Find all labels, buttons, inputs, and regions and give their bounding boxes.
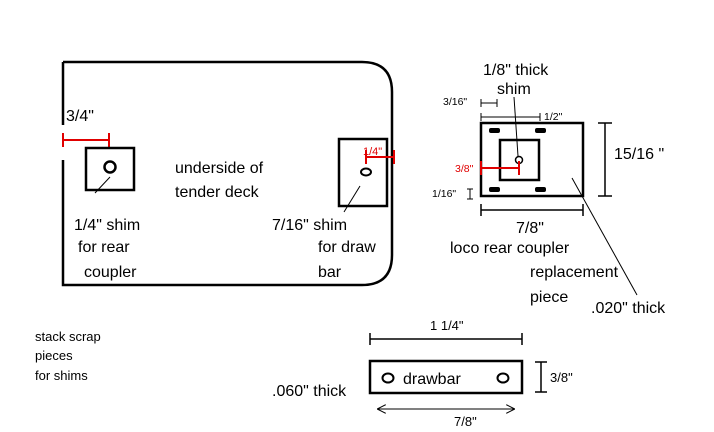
tender-label-2: tender deck: [175, 184, 260, 201]
rear-coupler-shim: [84, 146, 136, 192]
loco-shim-label-2: shim: [497, 81, 531, 98]
scrap-note: stack scrap pieces for shims: [35, 329, 101, 383]
drawbar-part: 1 1/4" drawbar 3/8" 7/8" .060" thick: [272, 318, 573, 429]
dim-38-label: 3/8": [455, 163, 474, 175]
inner-shim-leader: [513, 96, 519, 157]
plate-slot: [489, 128, 500, 133]
plate-slot: [535, 187, 546, 192]
scrap-note-3: for shims: [35, 368, 88, 383]
draw-shim-leader: [343, 185, 361, 213]
draw-shim-label-2: for draw: [318, 239, 376, 256]
loco-label-3: piece: [530, 289, 568, 306]
drawbar-body: [368, 359, 524, 395]
rear-shim-leader: [94, 176, 111, 194]
scrap-note-2: pieces: [35, 348, 73, 363]
draw-shim-label-3: bar: [318, 264, 342, 281]
edge-dimension-label: 3/4": [66, 108, 94, 125]
loco-label-2: replacement: [530, 264, 619, 281]
inner-shim: [498, 138, 541, 182]
loco-thickness-leader: [571, 177, 638, 296]
drawbar-hole-right: [496, 372, 510, 384]
rear-shim-label-3: coupler: [84, 264, 137, 281]
rear-shim-label-1: 1/4" shim: [74, 217, 140, 234]
dim-316-label: 3/16": [443, 96, 467, 108]
loco-thickness-label: .020" thick: [591, 300, 666, 317]
dim-78-label: 7/8": [516, 220, 544, 237]
dim-12-label: 1/2": [544, 111, 563, 123]
drawbar-thickness-label: .060" thick: [272, 383, 347, 400]
drawbar-spacing-label: 7/8": [454, 414, 477, 429]
drawbar-length-label: 1 1/4": [430, 318, 464, 333]
rear-shim-hole: [103, 160, 117, 174]
draw-shim-dimension-label: 1/4": [363, 146, 382, 158]
loco-label-1: loco rear coupler: [450, 240, 570, 257]
tender-label-1: underside of: [175, 160, 264, 177]
loco-shim-label-1: 1/8" thick: [483, 62, 549, 79]
plate-slot: [489, 187, 500, 192]
tender-outline: [61, 60, 394, 287]
plate-slot: [535, 128, 546, 133]
draw-shim-label-1: 7/16" shim: [272, 217, 347, 234]
scrap-note-1: stack scrap: [35, 329, 101, 344]
drawbar-width-label: 3/8": [550, 370, 573, 385]
drawbar-hole-left: [381, 372, 395, 384]
coupler-plate: [479, 121, 585, 198]
rear-shim-label-2: for rear: [78, 239, 130, 256]
loco-coupler-piece: 1/8" thick shim 3/16" 1/2" 3/8" 1/16": [432, 62, 666, 317]
tender-deck: 3/4" 1/4" shim for rear coupler undersid…: [61, 60, 395, 287]
draw-shim-slot: [360, 167, 372, 177]
dim-116-label: 1/16": [432, 188, 456, 200]
drawbar-label: drawbar: [403, 371, 461, 388]
dim-1516-label: 15/16 ": [614, 146, 664, 163]
draw-bar-shim: [337, 137, 389, 208]
